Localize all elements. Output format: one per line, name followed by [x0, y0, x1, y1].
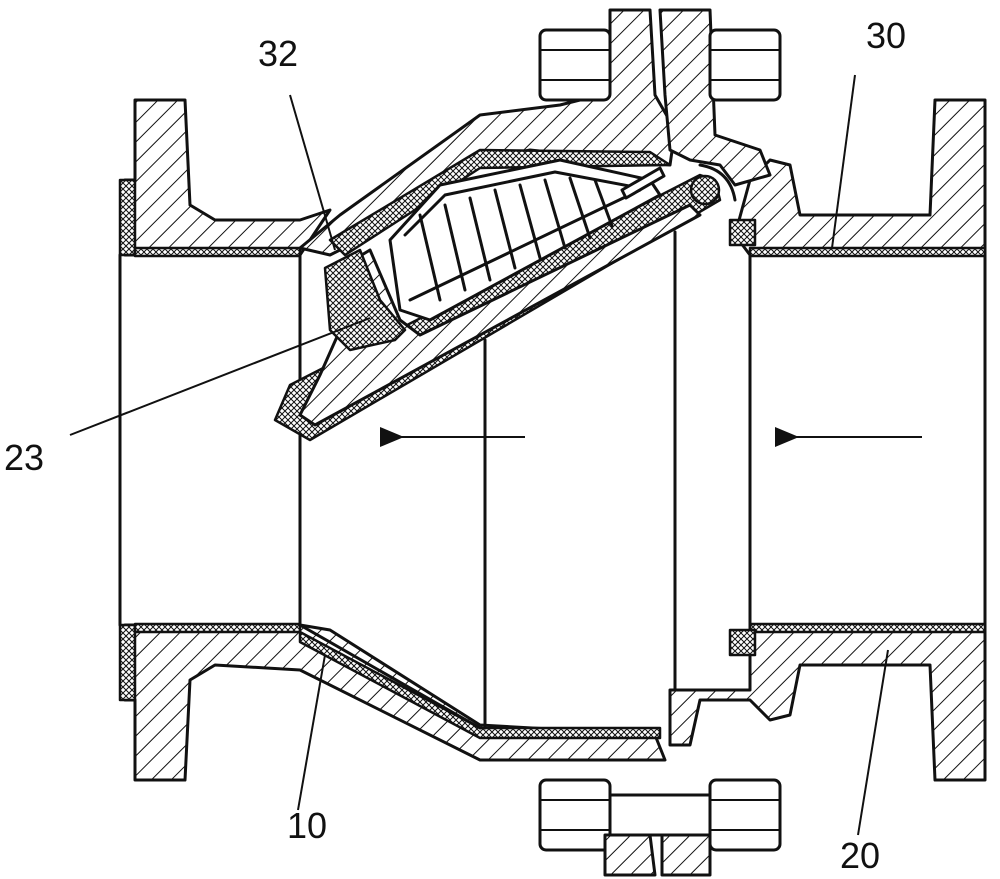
label-32: 32: [258, 33, 298, 74]
valve-disc: [275, 160, 735, 440]
label-20: 20: [840, 835, 880, 876]
top-bolt: [540, 30, 780, 100]
bottom-bolt: [540, 780, 780, 875]
label-30: 30: [866, 15, 906, 56]
label-23: 23: [4, 437, 44, 478]
label-10: 10: [287, 805, 327, 846]
